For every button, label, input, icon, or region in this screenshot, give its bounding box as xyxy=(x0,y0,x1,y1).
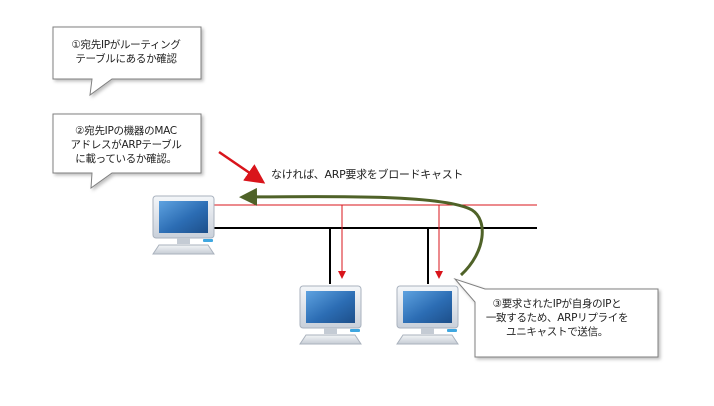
callout-step-1-line-2: テーブルにあるか確認 xyxy=(75,53,177,65)
callout-step-3-line-2: 一致するため、ARPリプライを xyxy=(485,312,629,324)
broadcast-label: なければ、ARP要求をブロードキャスト xyxy=(271,168,464,181)
callout-step-2-text: ②宛先IPの機器のMAC アドレスがARPテーブル に載っているか確認。 xyxy=(57,124,195,166)
callout-step-2-line-1: ②宛先IPの機器のMAC xyxy=(75,125,177,137)
pointer-arrow xyxy=(218,150,266,184)
arp-reply-arrow xyxy=(239,187,484,277)
computer-icon-host-1 xyxy=(299,285,362,345)
callout-step-1-line-1: ①宛先IPがルーティング xyxy=(71,39,181,51)
computer-icon-host-2 xyxy=(396,285,459,345)
callout-step-1 xyxy=(52,26,202,97)
callout-step-3-text: ③要求されたIPが自身のIPと 一致するため、ARPリプライを ユニキャストで送… xyxy=(472,297,642,339)
callout-step-3 xyxy=(453,277,659,358)
callout-step-2-line-2: アドレスがARPテーブル xyxy=(70,139,182,151)
callout-step-3-line-3: ユニキャストで送信。 xyxy=(506,326,608,338)
callout-step-3-line-1: ③要求されたIPが自身のIPと xyxy=(492,298,622,310)
callout-step-2 xyxy=(52,113,202,190)
callout-step-2-line-3: に載っているか確認。 xyxy=(75,153,177,165)
callout-step-1-text: ①宛先IPがルーティング テーブルにあるか確認 xyxy=(57,38,195,66)
computer-icon-sender xyxy=(152,195,215,255)
